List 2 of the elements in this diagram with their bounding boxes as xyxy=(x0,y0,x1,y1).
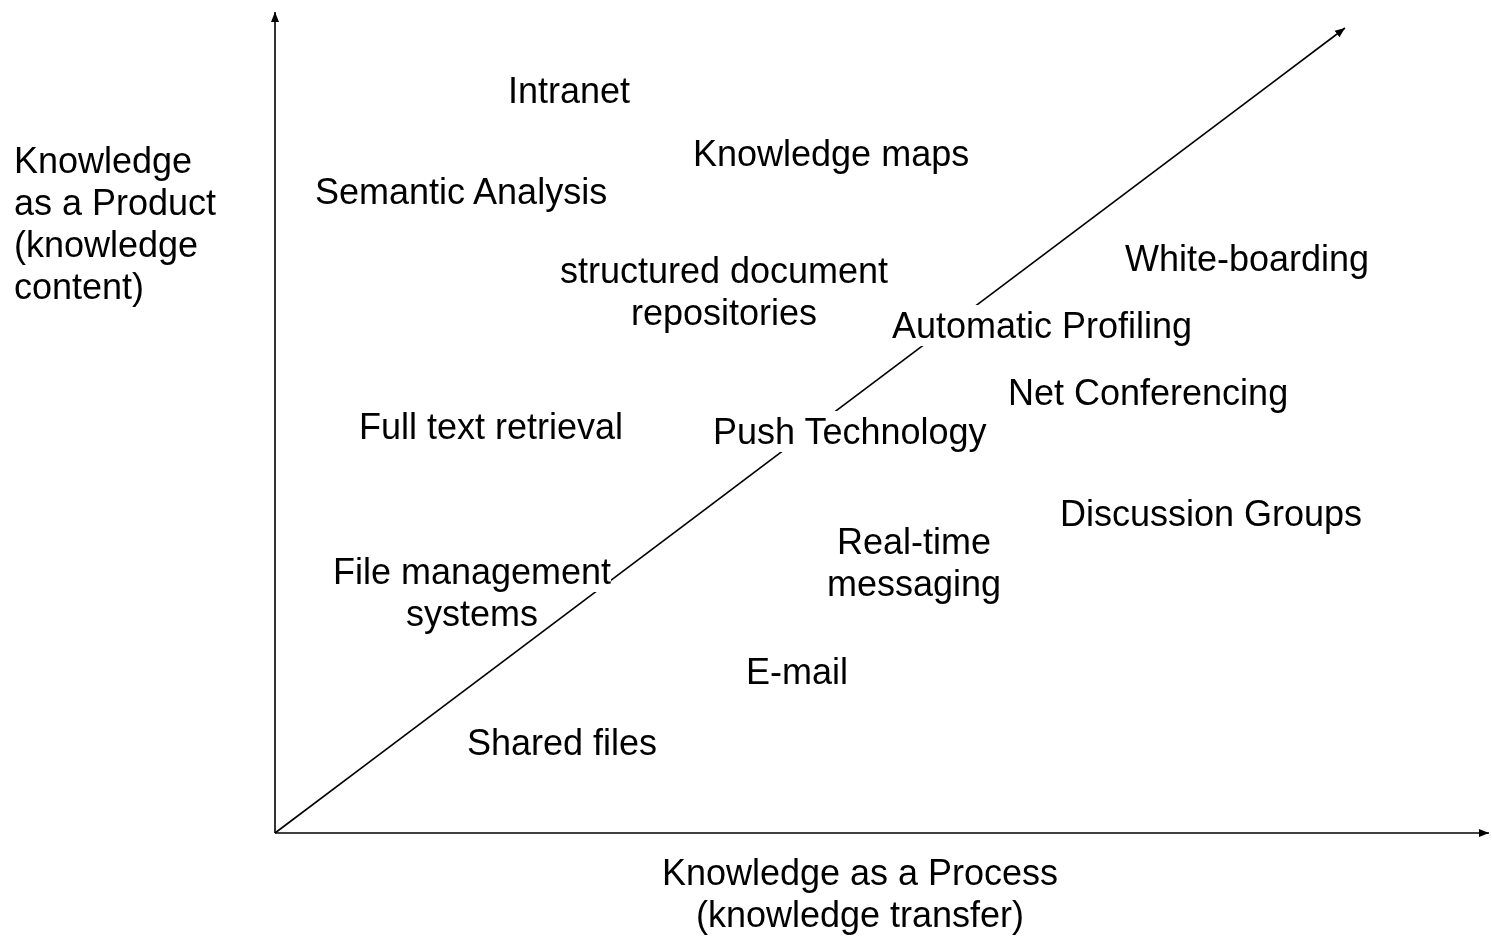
tool-label: Push Technology xyxy=(713,411,987,453)
tool-label: Automatic Profiling xyxy=(892,305,1193,347)
